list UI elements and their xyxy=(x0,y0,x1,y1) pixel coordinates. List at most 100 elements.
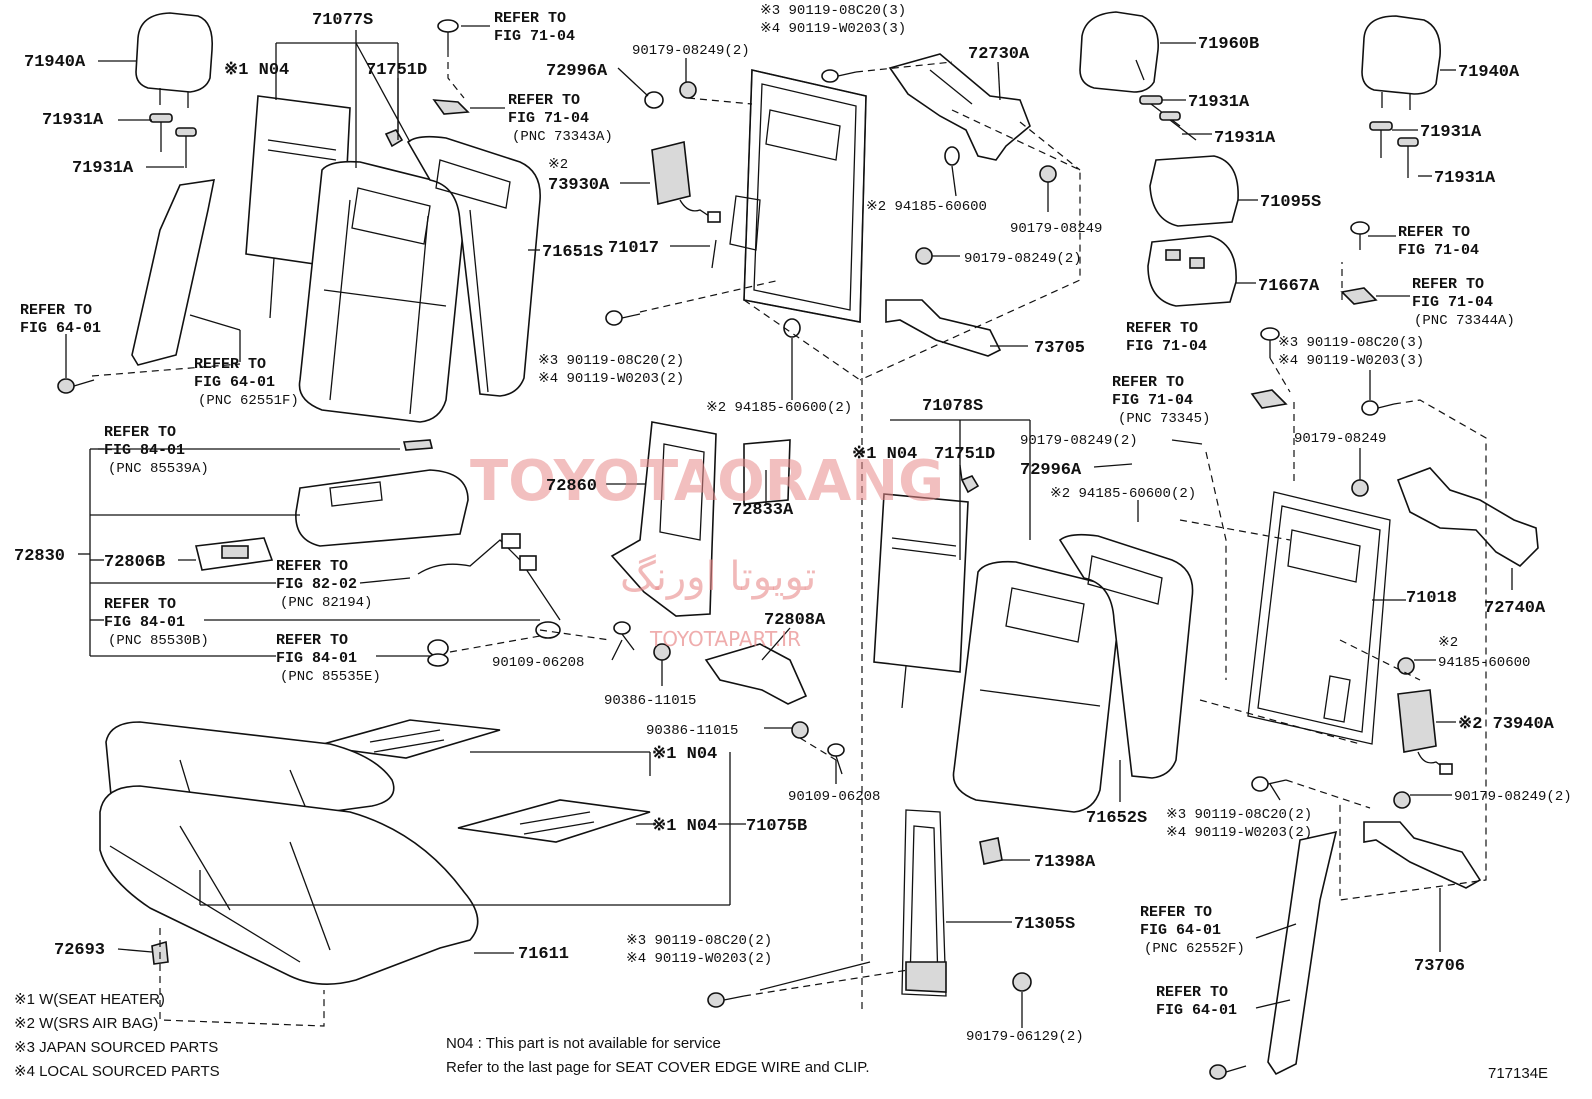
ref-8401-b-line3: (PNC 85530B) xyxy=(108,633,209,649)
bolt-left-edge-drawing xyxy=(57,378,95,394)
label-90109-a: 90109-06208 xyxy=(492,655,584,671)
label-90179-a: 90179-08249(2) xyxy=(632,43,750,59)
backrest-pad-right-drawing xyxy=(1058,533,1194,779)
label-71940a-right: 71940A xyxy=(1458,63,1520,82)
label-72730a: 72730A xyxy=(968,45,1030,64)
screw-right-mid-drawing xyxy=(1260,327,1280,358)
ref-6401-a-line1: REFER TO xyxy=(20,302,92,319)
label-73940a: ※2 73940A xyxy=(1458,715,1555,734)
ref-7104-b-line1: REFER TO xyxy=(508,92,580,109)
label-73930a-note: ※2 xyxy=(548,157,568,173)
label-71960b: 71960B xyxy=(1198,35,1259,54)
label-72740a: 72740A xyxy=(1484,599,1546,618)
label-71940a-left: 71940A xyxy=(24,53,86,72)
armrest-pad-71095s-drawing xyxy=(1149,155,1239,227)
bolt-mid-left-drawing xyxy=(605,310,641,326)
screw-top-drawing xyxy=(437,19,459,50)
bolt-90109-a-drawing xyxy=(613,621,635,651)
label-71751d-b: 71751D xyxy=(934,445,995,464)
ref-6401-c-line1: REFER TO xyxy=(1140,904,1212,921)
clip-71751d-right-drawing xyxy=(960,475,980,494)
ref-6401-b-line3: (PNC 62551F) xyxy=(198,393,299,409)
ref-8202-line3: (PNC 82194) xyxy=(280,595,372,611)
label-72806b: 72806B xyxy=(104,553,165,572)
seat-heater-panel-right-drawing xyxy=(873,493,969,709)
label-71075b: 71075B xyxy=(746,817,807,836)
refer-clip-73344a-drawing xyxy=(1340,287,1378,305)
watermark-main: TOYOTAORANG xyxy=(470,449,944,514)
leader-lines xyxy=(65,25,1513,1028)
ref-7104-d-line2: FIG 71-04 xyxy=(1412,294,1493,311)
alignment-dashed-lines xyxy=(91,50,1487,1027)
label-71095s: 71095S xyxy=(1260,193,1321,212)
bolt-top-line2: ※4 90119-W0203(3) xyxy=(760,21,906,37)
ref-7104-d-line3: (PNC 73344A) xyxy=(1414,313,1515,329)
watermark-url: TOYOTAPART.IR xyxy=(649,627,801,651)
label-72830: 72830 xyxy=(14,547,65,566)
legend-item-3: ※3 JAPAN SOURCED PARTS xyxy=(14,1039,218,1056)
ref-8401-a-line1: REFER TO xyxy=(104,424,176,441)
label-73705: 73705 xyxy=(1034,339,1085,358)
ref-7104-a-line2: FIG 71-04 xyxy=(494,28,575,45)
label-72833a: 72833A xyxy=(732,501,794,520)
watermark-arabic: تويوتا اورنگ xyxy=(620,554,816,600)
label-90179-b: 90179-08249 xyxy=(1010,221,1102,237)
label-71931a-mid-2: 71931A xyxy=(1214,129,1276,148)
bolt-mid-l-line1: ※3 90119-08C20(2) xyxy=(538,353,684,369)
ref-8401-c-line3: (PNC 85535E) xyxy=(280,669,381,685)
ref-6401-a-line2: FIG 64-01 xyxy=(20,320,101,337)
ref-8401-b-line1: REFER TO xyxy=(104,596,176,613)
bolt-mid-l-line2: ※4 90119-W0203(2) xyxy=(538,371,684,387)
ref-7104-f-line1: REFER TO xyxy=(1112,374,1184,391)
legend-item-2: ※2 W(SRS AIR BAG) xyxy=(14,1015,158,1032)
label-94185-d-note: ※2 xyxy=(1438,635,1458,651)
armrest-cover-71667a-drawing xyxy=(1147,235,1237,307)
backrest-cover-left-drawing xyxy=(298,160,465,423)
nut-94185-right-drawing xyxy=(1397,657,1415,675)
clip-71751d-left-drawing xyxy=(384,129,404,148)
nut-90179-right-mid-drawing xyxy=(1351,479,1369,497)
label-90109-b: 90109-06208 xyxy=(788,789,880,805)
label-71751d-a: 71751D xyxy=(366,61,427,80)
ref-7104-b-line2: FIG 71-04 xyxy=(508,110,589,127)
label-90179-f: 90179-08249(2) xyxy=(1454,789,1572,805)
ref-7104-b-line3: (PNC 73343A) xyxy=(512,129,613,145)
label-72808a: 72808A xyxy=(764,611,826,630)
legend-item-1: ※1 W(SEAT HEATER) xyxy=(14,991,165,1008)
label-71018: 71018 xyxy=(1406,589,1457,608)
label-71931a-left-2: 71931A xyxy=(72,159,134,178)
ref-7104-e-line1: REFER TO xyxy=(1126,320,1198,337)
guide-right-drawing xyxy=(1369,121,1419,178)
wire-harness-82194-drawing xyxy=(417,533,561,639)
armrest-72830-drawing xyxy=(295,439,469,547)
bracket-71398a-drawing xyxy=(979,837,1003,865)
bolt-right-mid-drawing xyxy=(1361,400,1395,416)
label-n04-c: ※1 N04 xyxy=(652,745,717,764)
label-71651s: 71651S xyxy=(542,243,603,262)
label-94185-b: ※2 94185-60600(2) xyxy=(706,400,852,416)
ref-8401-c-line2: FIG 84-01 xyxy=(276,650,357,667)
connector-85535e-drawing xyxy=(427,639,449,667)
label-73706: 73706 xyxy=(1414,957,1465,976)
nut-90179-top-drawing xyxy=(644,81,697,109)
ref-6401-b-line2: FIG 64-01 xyxy=(194,374,275,391)
headrest-left-drawing xyxy=(135,12,214,108)
ref-7104-f-line2: FIG 71-04 xyxy=(1112,392,1193,409)
bracket-72740a-drawing xyxy=(1396,467,1539,568)
bolt-bottom-drawing xyxy=(707,992,745,1008)
seatback-lower-frame-71305s-drawing xyxy=(901,809,947,997)
refer-clip-7104-drawing xyxy=(432,99,470,115)
ref-8202-line2: FIG 82-02 xyxy=(276,576,357,593)
footnote-line-2: Refer to the last page for SEAT COVER ED… xyxy=(446,1059,870,1076)
headrest-center-drawing xyxy=(1079,11,1159,93)
label-94185-c: ※2 94185-60600(2) xyxy=(1050,486,1196,502)
backrest-cover-right-drawing xyxy=(952,560,1120,813)
bolt-right2-line1: ※3 90119-08C20(2) xyxy=(1166,807,1312,823)
guide-center-drawing xyxy=(1139,95,1197,141)
label-71305s: 71305S xyxy=(1014,915,1075,934)
hinge-73706-drawing xyxy=(1363,821,1482,889)
side-bolster-right-drawing xyxy=(1267,830,1338,1076)
label-71017: 71017 xyxy=(608,239,659,258)
side-bolster-left-drawing xyxy=(131,179,216,366)
figure-code: 717134E xyxy=(1488,1065,1548,1082)
